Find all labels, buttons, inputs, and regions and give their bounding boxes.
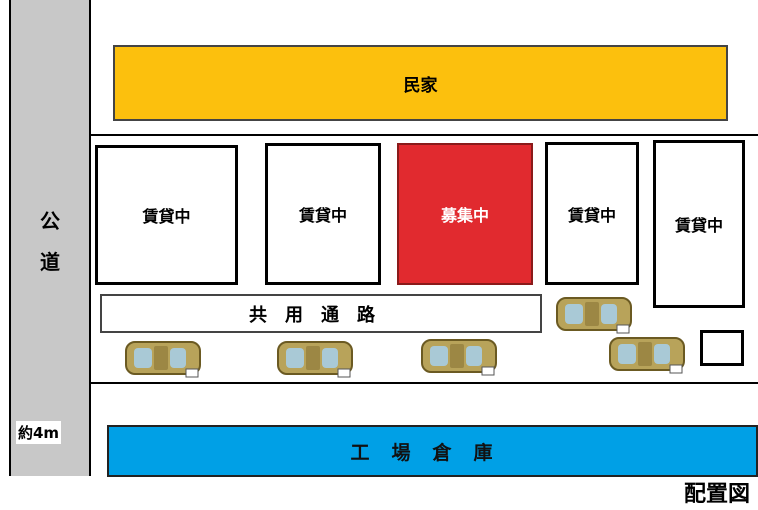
unit-1: 賃貸中 [95, 145, 238, 285]
public-road: 公 道 [9, 0, 91, 476]
unit-1-label: 賃貸中 [142, 207, 191, 226]
neighbor-house: 民家 [113, 45, 728, 121]
unit-4-label: 賃貸中 [567, 205, 616, 225]
small-structure [700, 330, 744, 366]
unit-5: 賃貸中 [653, 140, 745, 308]
property-line-top [91, 134, 758, 136]
road-label-bottom: 道 [40, 250, 60, 274]
road-width-label: 約4m [16, 421, 62, 444]
unit-3-label: 募集中 [440, 206, 489, 225]
shared-aisle: 共用通路 [100, 294, 542, 333]
road-label-top: 公 [40, 209, 60, 233]
car-icon [609, 337, 685, 374]
unit-3-vacant: 募集中 [397, 143, 533, 285]
unit-4: 賃貸中 [545, 142, 639, 285]
unit-5-label: 賃貸中 [674, 216, 723, 235]
unit-2-label: 賃貸中 [298, 206, 347, 225]
car-icon [125, 341, 201, 378]
factory-warehouse-label: 工場倉庫 [350, 441, 515, 464]
car-icon [421, 339, 497, 376]
diagram-title: 配置図 [683, 482, 750, 507]
neighbor-house-label: 民家 [403, 75, 438, 96]
factory-warehouse: 工場倉庫 [107, 425, 758, 477]
shared-aisle-label: 共用通路 [249, 304, 393, 326]
unit-2: 賃貸中 [265, 143, 381, 285]
car-icon [556, 297, 632, 334]
property-line-bottom [91, 382, 758, 384]
car-icon [277, 341, 353, 378]
